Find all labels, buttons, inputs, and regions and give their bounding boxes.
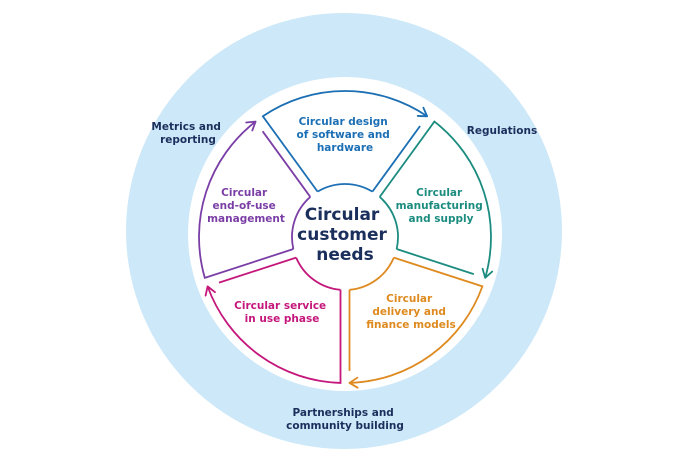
center-line: customer	[297, 225, 387, 245]
label-line: Circular service	[234, 300, 326, 312]
segment-manufacturing	[378, 120, 492, 279]
segment-label-end-of-use: Circular end-of-use management	[207, 187, 285, 225]
center-line: Circular	[305, 205, 380, 225]
segment-label-design: Circular design of software and hardware	[297, 116, 394, 154]
label-line: management	[207, 213, 285, 225]
arrowhead-icon	[245, 120, 257, 132]
label-line: Circular design	[299, 116, 388, 128]
segments-group	[198, 90, 494, 389]
label-line: Circular	[386, 293, 433, 305]
segment-delivery	[349, 256, 484, 384]
label-line: Circular	[416, 187, 463, 199]
label-line: delivery and	[372, 306, 446, 318]
label-line: Partnerships and	[293, 407, 394, 419]
label-line: and supply	[409, 213, 474, 225]
segment-edge-manufacturing	[396, 248, 475, 275]
outer-label-regulations: Regulations	[467, 125, 537, 137]
label-line: in use phase	[245, 313, 320, 325]
label-line: manufacturing	[396, 200, 483, 212]
outer-label-metrics: Metrics and reporting	[151, 121, 224, 146]
label-line: reporting	[160, 134, 216, 146]
label-line: community building	[286, 420, 404, 432]
segment-edge-end-of-use	[261, 130, 312, 198]
label-line: end-of-use	[213, 200, 276, 212]
label-line: Regulations	[467, 125, 537, 137]
arrowhead-icon	[348, 376, 359, 389]
arrowhead-icon	[481, 267, 494, 279]
label-line: Metrics and	[151, 121, 221, 133]
inner-disc	[188, 77, 502, 391]
segment-label-delivery: Circular delivery and finance models	[366, 293, 455, 331]
arrowhead-icon	[204, 285, 216, 297]
segment-end-of-use	[198, 120, 311, 279]
label-line: hardware	[317, 142, 373, 154]
segment-label-manufacturing: Circular manufacturing and supply	[396, 187, 487, 225]
label-line: Circular	[221, 187, 268, 199]
segment-label-service: Circular service in use phase	[234, 300, 330, 325]
center-line: needs	[316, 245, 373, 265]
segment-edge-service	[218, 256, 297, 284]
label-line: finance models	[366, 319, 455, 331]
label-line: of software and	[297, 129, 390, 141]
segment-edge-design	[371, 125, 421, 193]
arrowhead-icon	[416, 106, 429, 118]
segment-service	[206, 257, 342, 384]
outer-label-partnerships: Partnerships and community building	[286, 407, 404, 432]
segment-design	[261, 90, 428, 193]
center-label: Circular customer needs	[297, 205, 393, 265]
